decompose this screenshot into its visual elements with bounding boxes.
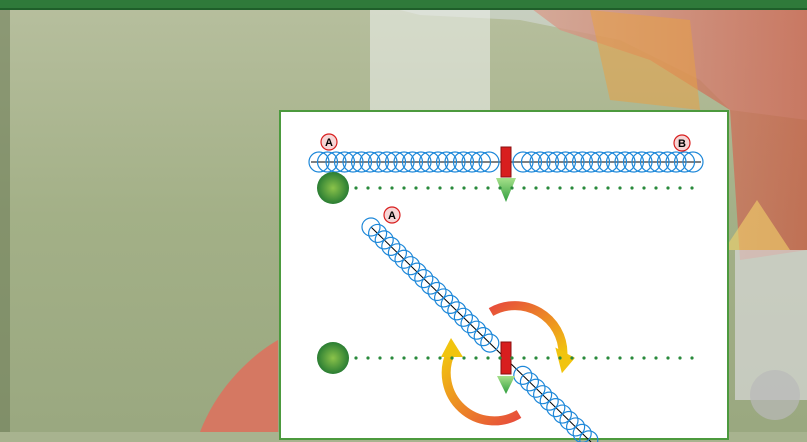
guide-dot [438,356,441,359]
guide-dot [378,186,381,189]
guide-dot [690,356,693,359]
guide-dot [486,186,489,189]
top-bar [0,0,807,10]
point-a2-marker: A [384,207,400,223]
vehicle-marker-top [501,147,511,177]
guide-dot [510,186,513,189]
guide-dot [534,356,537,359]
guide-dot [390,186,393,189]
guide-dot [522,356,525,359]
direction-arrow-diagonal [497,376,515,394]
guide-dot [570,186,573,189]
guide-dot [426,186,429,189]
grass-target-bottom [317,342,349,374]
guide-dot [618,356,621,359]
guide-dot [618,186,621,189]
guide-dot [450,186,453,189]
guide-dot [594,186,597,189]
guide-dot [354,186,357,189]
guide-dotted-line-top [354,186,693,189]
coverage-rings-diagonal [362,218,598,442]
guide-dot [462,186,465,189]
guide-dot [642,356,645,359]
guide-dot [450,356,453,359]
guide-dot [402,186,405,189]
guide-dot [570,356,573,359]
point-a2-label: A [388,210,396,222]
guide-dot [522,186,525,189]
guide-dot [654,186,657,189]
guide-dot [462,356,465,359]
point-a-label: A [325,137,333,149]
guide-dot [582,356,585,359]
guide-dot [414,186,417,189]
ab-straight-line-group: A B [309,134,703,204]
guidance-diagram: A B A [281,112,731,442]
guide-dot [534,186,537,189]
point-a-marker: A [321,134,337,150]
guide-dot [390,356,393,359]
guide-dot [582,186,585,189]
guide-dot [630,186,633,189]
guide-dot [678,356,681,359]
guide-dot [678,186,681,189]
guide-dot [666,186,669,189]
guide-dot [378,356,381,359]
guide-dot [510,356,513,359]
point-b-marker: B [674,135,690,151]
guide-dot [414,356,417,359]
guide-dot [690,186,693,189]
guide-dot [438,186,441,189]
guide-dot [642,186,645,189]
vehicle-marker-diagonal [501,342,511,374]
guide-dot [558,186,561,189]
guidance-diagram-panel: A B A [279,110,729,440]
guide-dot [498,356,501,359]
guide-dot [546,186,549,189]
guide-dot [630,356,633,359]
guide-dot [654,356,657,359]
guide-dot [666,356,669,359]
guide-dot [402,356,405,359]
guide-dot [474,186,477,189]
guide-dot [558,356,561,359]
guide-dot [498,186,501,189]
guide-dot [486,356,489,359]
guide-dot [366,356,369,359]
guide-dot [594,356,597,359]
guide-dotted-line-bottom [354,356,693,359]
direction-arrow-top [496,178,516,202]
guide-dot [366,186,369,189]
point-b-label: B [678,138,686,150]
guide-dot [546,356,549,359]
guide-dot [606,186,609,189]
guide-dot [474,356,477,359]
guide-dot [606,356,609,359]
grass-target-top [317,172,349,204]
ab-diagonal-line-group: A [317,207,694,442]
guide-dot [426,356,429,359]
guide-dot [354,356,357,359]
